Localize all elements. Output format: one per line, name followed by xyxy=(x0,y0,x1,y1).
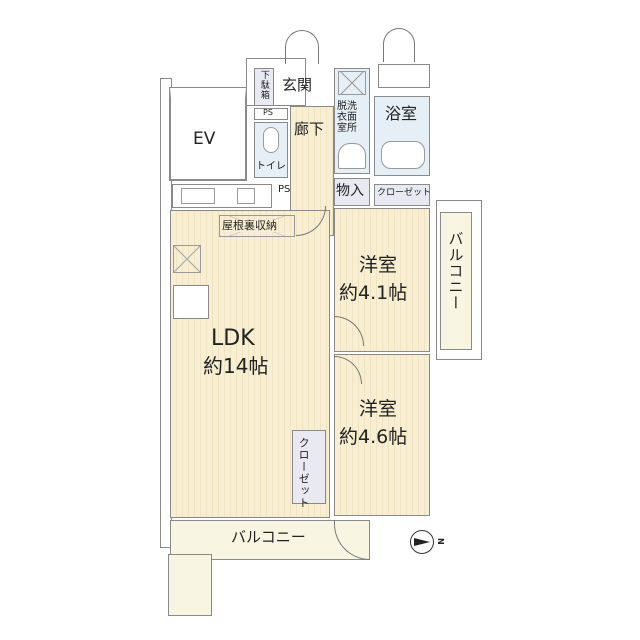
compass-label: N xyxy=(435,538,445,545)
room-toilet: トイレ xyxy=(254,122,288,178)
toilet-bowl-icon xyxy=(263,127,279,153)
pillar-icon xyxy=(173,245,201,273)
kitchen-sink-icon xyxy=(181,188,215,204)
column-stub xyxy=(173,285,209,319)
washer-space-icon xyxy=(338,71,366,95)
sink-icon xyxy=(338,143,366,169)
room-storage: 物入 xyxy=(334,178,370,206)
room-bathroom: 浴室 xyxy=(374,96,430,176)
room-ev: EV xyxy=(169,87,247,181)
closet-top-label: クローゼット xyxy=(377,188,432,198)
bathtub-icon xyxy=(381,141,425,169)
ps-top-label: PS xyxy=(263,108,273,117)
entrance-door[interactable] xyxy=(285,30,319,64)
bathroom-label: 浴室 xyxy=(385,104,418,123)
compass-arrow xyxy=(414,538,430,546)
room-washroom: 脱洗 衣面 室所 xyxy=(334,68,370,174)
room-closet-top: クローゼット xyxy=(374,184,432,206)
room-shoe-box: 下駄箱 xyxy=(254,68,274,106)
washroom-label-col1: 脱洗 衣面 室所 xyxy=(337,101,357,134)
storage-label: 物入 xyxy=(336,183,364,199)
western2-size: 約4.6帖 xyxy=(339,426,408,448)
balcony-east: バルコニー xyxy=(440,212,472,350)
balcony-south-extension xyxy=(168,554,212,616)
corridor-label: 廊下 xyxy=(294,120,325,138)
bath-exterior-step xyxy=(378,64,430,88)
ldk-label: LDK xyxy=(211,326,255,351)
room-entrance: 玄関 xyxy=(276,68,312,106)
entrance-label: 玄関 xyxy=(282,76,313,94)
ev-label: EV xyxy=(193,129,216,149)
stove-icon xyxy=(237,188,255,204)
balcony-south-label: バルコニー xyxy=(231,528,306,546)
toilet-label: トイレ xyxy=(256,161,286,172)
shoe-box-label: 下駄箱 xyxy=(258,70,269,100)
room-ps-top: PS xyxy=(254,108,288,120)
closet-side-label: クローゼット xyxy=(297,437,311,509)
western2-label: 洋室 xyxy=(359,398,398,420)
room-closet-side: クローゼット xyxy=(292,430,326,509)
ps-side-text: PS xyxy=(278,184,291,195)
balcony-east-label: バルコニー xyxy=(446,231,465,311)
compass-icon xyxy=(410,530,434,554)
western1-label: 洋室 xyxy=(359,254,398,276)
attic-storage: 屋根裏収納 xyxy=(219,215,295,237)
kitchen-counter xyxy=(172,184,272,208)
bath-exterior-door[interactable] xyxy=(383,28,415,62)
attic-storage-label: 屋根裏収納 xyxy=(222,219,277,233)
western1-size: 約4.1帖 xyxy=(339,282,408,304)
ps-side-label: PS xyxy=(278,184,290,195)
ldk-size: 約14帖 xyxy=(203,354,269,378)
